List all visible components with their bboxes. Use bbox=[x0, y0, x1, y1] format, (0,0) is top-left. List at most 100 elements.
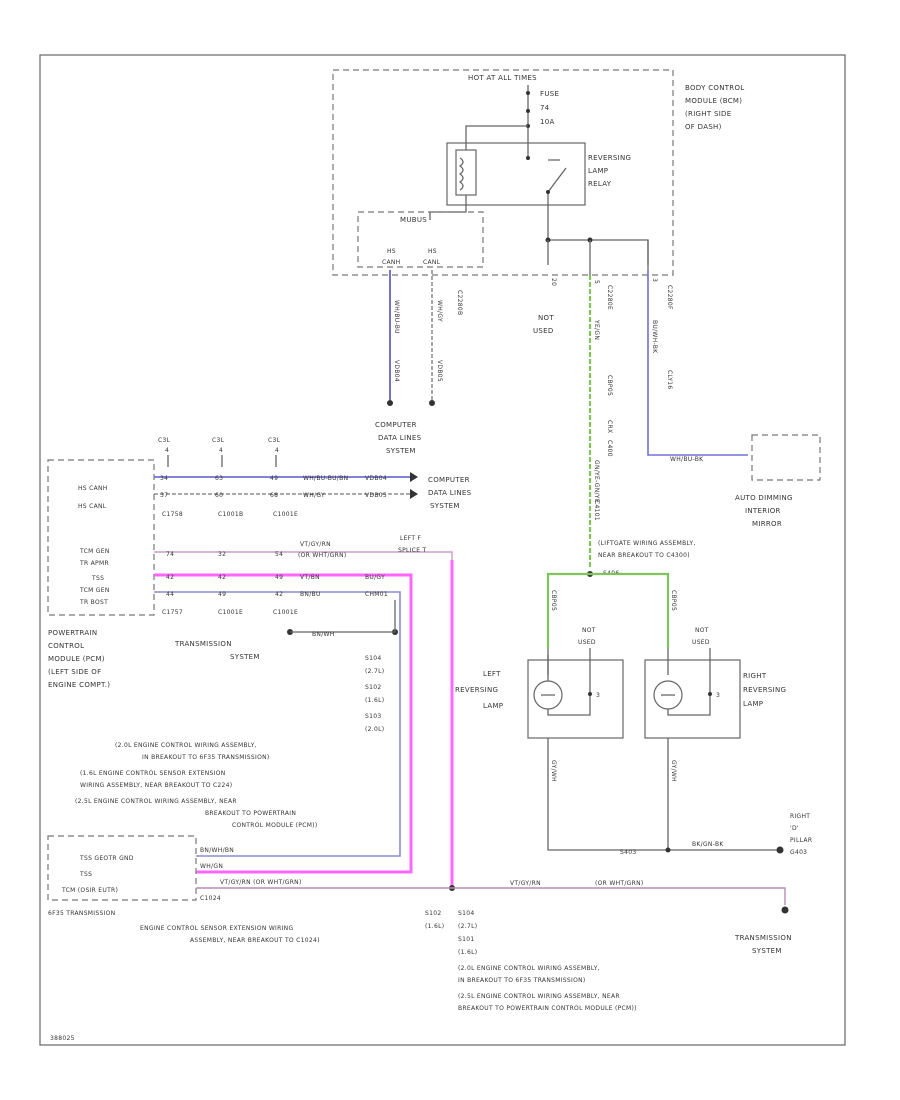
svg-text:74: 74 bbox=[166, 551, 174, 558]
svg-text:LAMP: LAMP bbox=[483, 702, 503, 710]
svg-text:LAMP: LAMP bbox=[588, 167, 608, 175]
svg-text:(1.6L): (1.6L) bbox=[425, 923, 444, 930]
svg-text:6F35 TRANSMISSION: 6F35 TRANSMISSION bbox=[48, 910, 115, 917]
svg-text:(1.6L ENGINE CONTROL SENSOR EX: (1.6L ENGINE CONTROL SENSOR EXTENSION bbox=[80, 770, 226, 777]
svg-text:SYSTEM: SYSTEM bbox=[230, 653, 260, 661]
svg-text:USED: USED bbox=[692, 639, 710, 646]
svg-text:OF DASH): OF DASH) bbox=[685, 123, 722, 131]
svg-text:3: 3 bbox=[716, 692, 720, 699]
left-reversing-lamp-label: LEFT REVERSING LAMP bbox=[455, 670, 503, 710]
svg-text:C1758: C1758 bbox=[162, 511, 183, 518]
pcm-pin-labels: HS CANH HS CANL TCM GEN TR APMR TSS TCM … bbox=[78, 485, 110, 606]
svg-text:68: 68 bbox=[270, 492, 278, 499]
reversing-lamp-relay-box bbox=[446, 142, 586, 206]
svg-text:REVERSING: REVERSING bbox=[743, 686, 786, 694]
svg-text:(2.5L ENGINE CONTROL WIRING AS: (2.5L ENGINE CONTROL WIRING ASSEMBLY, NE… bbox=[75, 798, 237, 805]
svg-text:TCM GEN: TCM GEN bbox=[79, 548, 110, 555]
svg-text:NOT: NOT bbox=[582, 627, 596, 634]
relay-label: REVERSING LAMP RELAY bbox=[588, 154, 631, 188]
svg-text:TRANSMISSION: TRANSMISSION bbox=[174, 640, 232, 648]
relay-switch bbox=[547, 159, 567, 205]
pcm-pins-row: 34 37 63 60 49 68 WH/BU-BU/BN WH/GY VDB0… bbox=[160, 475, 387, 499]
svg-text:WH/GN: WH/GN bbox=[200, 863, 223, 870]
svg-text:'D': 'D' bbox=[790, 825, 799, 832]
svg-text:49: 49 bbox=[270, 475, 278, 482]
svg-text:CBP05: CBP05 bbox=[670, 590, 677, 611]
svg-text:CRX: CRX bbox=[606, 420, 613, 433]
svg-text:REVERSING: REVERSING bbox=[455, 686, 498, 694]
svg-text:POWERTRAIN: POWERTRAIN bbox=[48, 629, 97, 637]
bcm-module-box bbox=[332, 69, 674, 276]
svg-text:CONTROL: CONTROL bbox=[48, 642, 84, 650]
svg-text:RIGHT: RIGHT bbox=[790, 813, 810, 820]
svg-text:BN/WH/BN: BN/WH/BN bbox=[200, 847, 234, 854]
pcm-module-box bbox=[47, 459, 155, 616]
svg-text:49: 49 bbox=[218, 591, 226, 598]
svg-text:54: 54 bbox=[275, 551, 283, 558]
lamp-feed-split-wire bbox=[546, 572, 670, 648]
pcm-connectors-top: C1758 C1001B C1001E bbox=[162, 511, 298, 518]
bcm-name-label: BODY CONTROL MODULE (BCM) (RIGHT SIDE OF… bbox=[685, 84, 744, 131]
svg-text:C2280B: C2280B bbox=[456, 290, 463, 315]
svg-text:S104: S104 bbox=[458, 910, 474, 917]
svg-text:GY/WH: GY/WH bbox=[550, 760, 557, 782]
svg-text:42: 42 bbox=[275, 591, 283, 598]
svg-text:BREAKOUT TO POWERTRAIN CONTROL: BREAKOUT TO POWERTRAIN CONTROL MODULE (P… bbox=[458, 1005, 637, 1012]
svg-text:WH/GY: WH/GY bbox=[436, 300, 443, 322]
left-lamp-not-used-label: NOT USED bbox=[578, 627, 596, 646]
svg-text:ENGINE CONTROL SENSOR EXTENSIO: ENGINE CONTROL SENSOR EXTENSION WIRING bbox=[140, 925, 293, 932]
svg-text:NOT: NOT bbox=[695, 627, 709, 634]
svg-text:C3L: C3L bbox=[268, 437, 281, 444]
svg-text:(OR WHT/GRN): (OR WHT/GRN) bbox=[595, 880, 644, 887]
right-lamp-not-used-label: NOT USED bbox=[692, 627, 710, 646]
svg-text:BU/WH-BK: BU/WH-BK bbox=[651, 320, 658, 354]
svg-text:42: 42 bbox=[166, 574, 174, 581]
svg-text:LEFT: LEFT bbox=[483, 670, 501, 678]
auto-dimming-mirror-box bbox=[751, 434, 821, 481]
svg-text:CANL: CANL bbox=[423, 259, 441, 266]
fuse-number: 74 bbox=[540, 104, 550, 112]
svg-text:BN/WH: BN/WH bbox=[312, 631, 335, 638]
svg-text:C3L: C3L bbox=[212, 437, 225, 444]
svg-text:GN/YE-GN/YE: GN/YE-GN/YE bbox=[593, 460, 600, 503]
svg-text:5: 5 bbox=[593, 280, 600, 284]
svg-text:SYSTEM: SYSTEM bbox=[430, 502, 460, 510]
svg-text:USED: USED bbox=[533, 327, 554, 335]
svg-text:(2.0L): (2.0L) bbox=[365, 726, 384, 733]
svg-text:WH/BU-BU/BN: WH/BU-BU/BN bbox=[303, 475, 348, 482]
svg-text:REVERSING: REVERSING bbox=[588, 154, 631, 162]
svg-text:42: 42 bbox=[218, 574, 226, 581]
svg-text:VDB05: VDB05 bbox=[436, 360, 443, 382]
svg-text:TCM (OSIR EUTR): TCM (OSIR EUTR) bbox=[61, 887, 118, 894]
svg-text:49: 49 bbox=[275, 574, 283, 581]
trans-system-wire bbox=[290, 600, 396, 633]
svg-text:WIRING ASSEMBLY, NEAR BREAKOUT: WIRING ASSEMBLY, NEAR BREAKOUT TO C224) bbox=[80, 782, 232, 789]
svg-text:HS CANL: HS CANL bbox=[78, 503, 107, 510]
svg-text:(2.7L): (2.7L) bbox=[458, 923, 477, 930]
relay-coil bbox=[455, 149, 477, 196]
computer-data-lines-right-label: COMPUTER DATA LINES SYSTEM bbox=[428, 476, 471, 510]
svg-text:(1.6L): (1.6L) bbox=[365, 697, 384, 704]
svg-text:COMPUTER: COMPUTER bbox=[428, 476, 470, 484]
svg-text:(OR WHT/GRN): (OR WHT/GRN) bbox=[298, 552, 347, 559]
svg-text:C4101: C4101 bbox=[593, 500, 600, 521]
svg-text:YE/GN: YE/GN bbox=[593, 319, 600, 340]
svg-text:20: 20 bbox=[550, 278, 557, 286]
transmission-connector-box bbox=[47, 835, 197, 901]
svg-text:VT/BN: VT/BN bbox=[300, 574, 320, 581]
svg-text:SPLICE T: SPLICE T bbox=[398, 547, 427, 554]
svg-text:MIRROR: MIRROR bbox=[752, 520, 782, 528]
svg-text:S102: S102 bbox=[425, 910, 441, 917]
svg-text:ASSEMBLY, NEAR BREAKOUT TO C10: ASSEMBLY, NEAR BREAKOUT TO C1024) bbox=[190, 937, 320, 944]
diagram-frame bbox=[39, 54, 846, 1046]
fuse-rating: 10A bbox=[540, 118, 555, 126]
svg-text:(LEFT SIDE OF: (LEFT SIDE OF bbox=[48, 668, 101, 676]
svg-text:MODULE (BCM): MODULE (BCM) bbox=[685, 97, 742, 105]
svg-text:HS CANH: HS CANH bbox=[78, 485, 108, 492]
auto-dimming-mirror-label: AUTO DIMMING INTERIOR MIRROR bbox=[735, 494, 792, 528]
svg-text:S102: S102 bbox=[365, 684, 381, 691]
tcm-wire bbox=[154, 551, 453, 560]
wiring-notes-bottom: S104 (2.7L) S101 (1.6L) (2.0L ENGINE CON… bbox=[458, 910, 637, 1012]
svg-text:VDB04: VDB04 bbox=[365, 475, 387, 482]
svg-text:63: 63 bbox=[215, 475, 223, 482]
